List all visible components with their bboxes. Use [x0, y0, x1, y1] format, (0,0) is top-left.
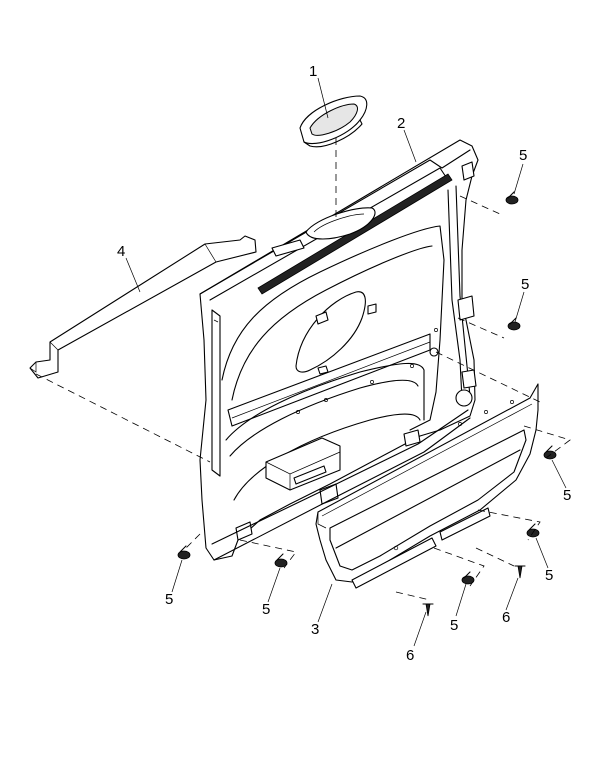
part-2-door-trim-panel	[199, 139, 479, 561]
callout-2: 2	[397, 115, 405, 132]
part-4-upper-trim-strip	[29, 235, 257, 379]
retainer-5a	[505, 191, 519, 205]
callout-4: 4	[117, 243, 125, 260]
retainer-5c	[543, 445, 557, 460]
retainer-5d	[526, 523, 540, 538]
part-3-lower-kick-panel	[315, 383, 539, 589]
retainer-5f	[274, 553, 288, 568]
explode-lines	[35, 138, 571, 601]
screw-6b	[514, 565, 526, 579]
part-1-handle-bezel	[299, 95, 368, 148]
retainer-5g	[177, 545, 191, 560]
callout-5-right: 5	[563, 487, 571, 504]
screw-6a	[422, 603, 434, 617]
callout-6-bottom: 6	[406, 647, 414, 664]
callout-5-bottom-center: 5	[262, 601, 270, 618]
leader-lines	[125, 77, 567, 647]
callout-3: 3	[311, 621, 319, 638]
callout-5-lower-right: 5	[545, 567, 553, 584]
retainer-5b	[507, 317, 521, 331]
callout-1: 1	[309, 63, 317, 80]
callout-5-mid-right: 5	[521, 276, 529, 293]
callout-6-right: 6	[502, 609, 510, 626]
callout-5-bottom: 5	[450, 617, 458, 634]
callout-labels: 1 2 3 4 5 5 5 5 5 5 5 6 6	[117, 63, 571, 664]
retainer-5e	[461, 571, 475, 585]
callout-5-upper-right: 5	[519, 147, 527, 164]
callout-5-bottom-left: 5	[165, 591, 173, 608]
